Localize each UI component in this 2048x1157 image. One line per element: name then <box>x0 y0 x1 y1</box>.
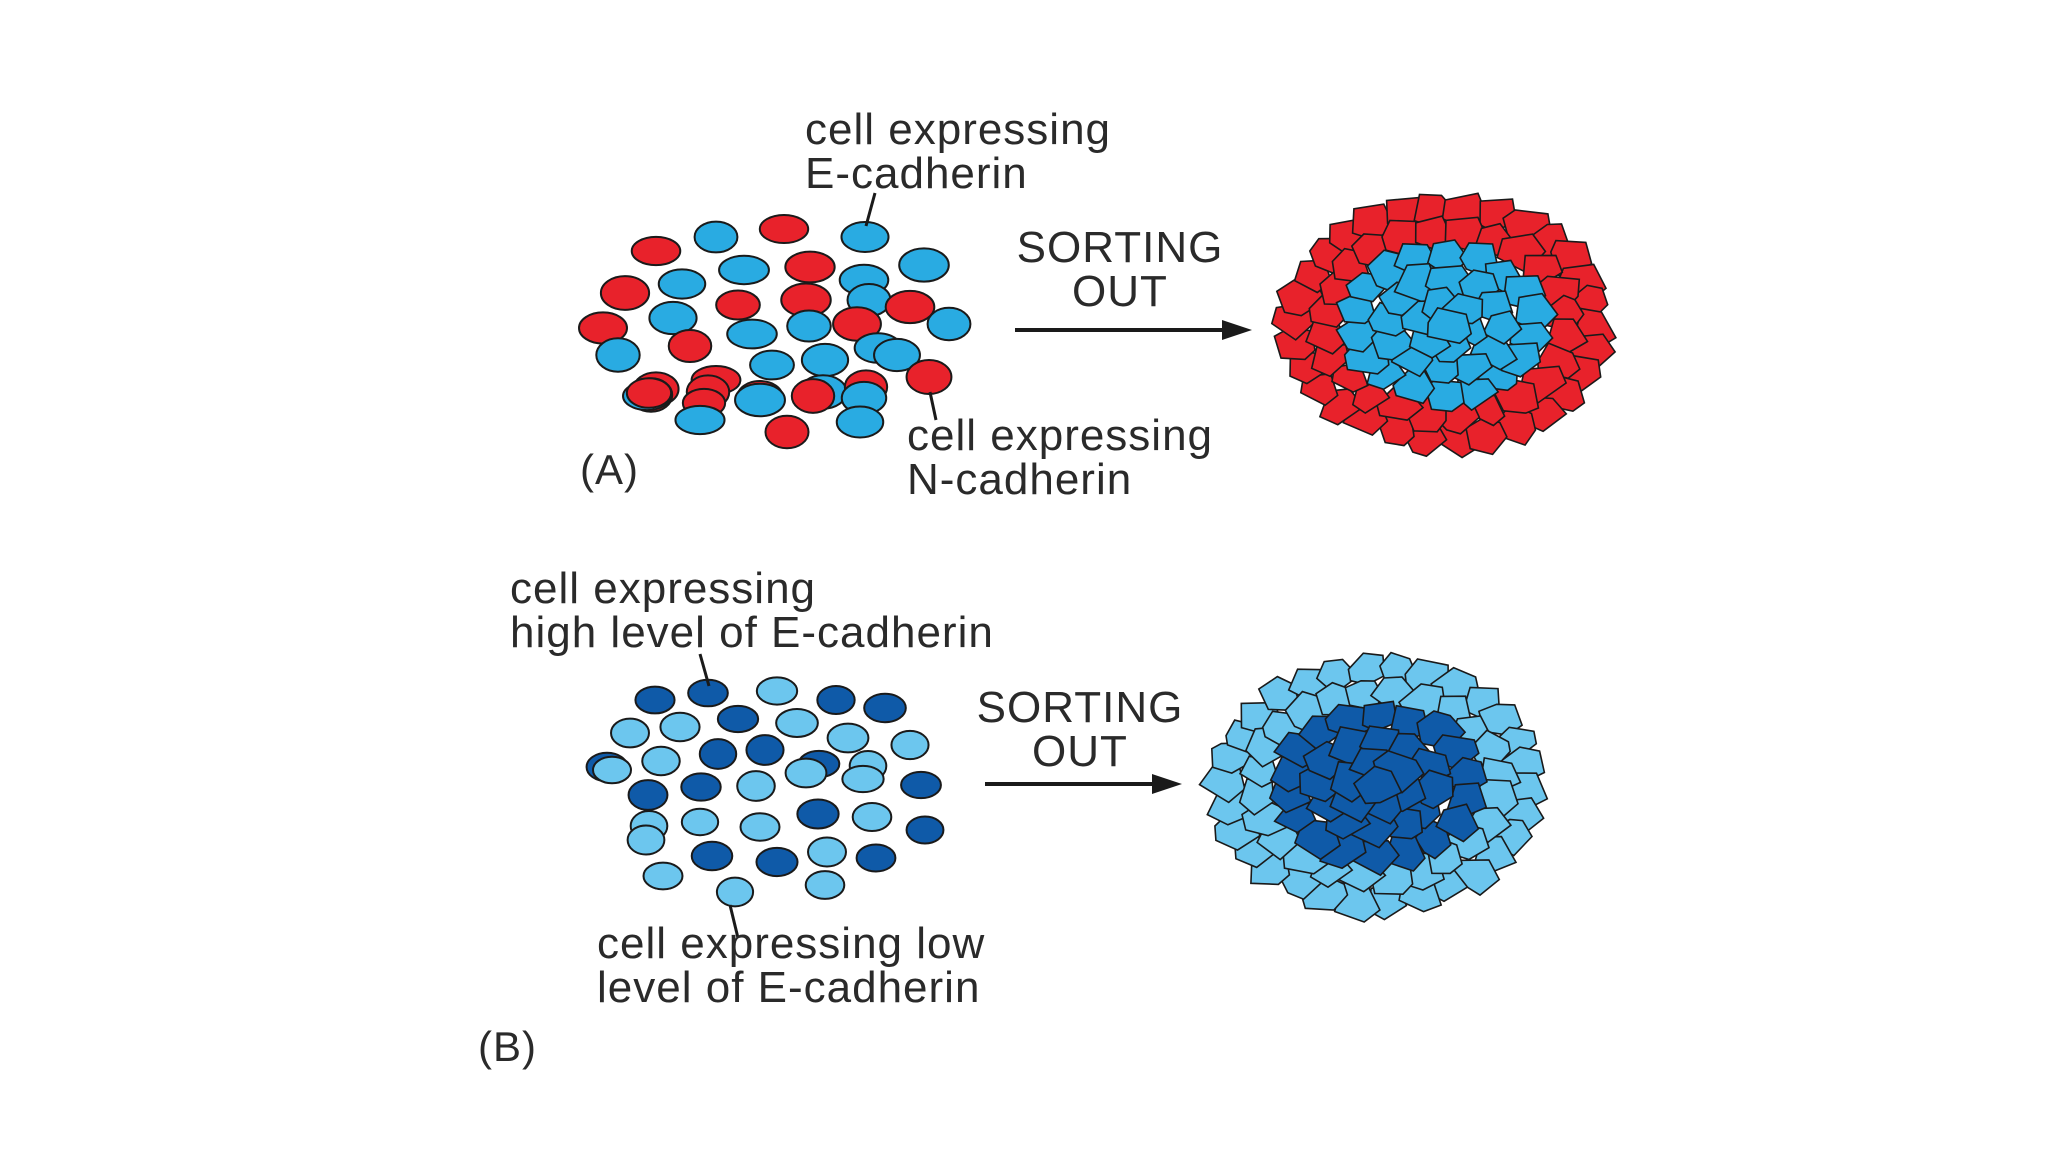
e-cadherin-pointer-a <box>864 192 877 227</box>
high-e-cadherin-cell <box>680 772 722 802</box>
e-cadherin-cell <box>873 337 921 373</box>
high-e-cadherin-cell <box>905 815 945 845</box>
sorting-out-label-b: SORTING OUT <box>976 683 1184 776</box>
low-e-cadherin-cell <box>755 676 799 706</box>
e-cadherin-cell <box>648 300 698 336</box>
panel-a-label: (A) <box>580 446 639 493</box>
n-cadherin-pointer-a <box>928 391 938 421</box>
n-cadherin-cell <box>790 378 836 414</box>
e-cadherin-cell <box>693 220 739 254</box>
low-e-cadherin-cell <box>610 717 650 749</box>
n-cadherin-cell <box>764 414 810 450</box>
e-cadherin-cell <box>840 221 890 253</box>
sorted-low-e-cadherin-cell <box>1238 778 1275 816</box>
low-e-cadherin-cell <box>736 770 776 802</box>
high-e-cadherin-cell <box>634 685 676 715</box>
high-e-pointer-b <box>698 653 711 687</box>
high-e-cadherin-label: cell expressing high level of E-cadherin <box>510 564 994 657</box>
sorting-out-label-a: SORTING OUT <box>1016 223 1224 316</box>
low-e-cadherin-label: cell expressing low level of E-cadherin <box>597 919 986 1012</box>
e-cadherin-cell <box>595 337 641 373</box>
sorted-e-cadherin-cell <box>1482 310 1523 345</box>
low-e-cadherin-cell <box>739 812 781 842</box>
low-e-cadherin-cell <box>641 745 681 777</box>
panel-b-sorted-aggregate <box>1198 651 1549 923</box>
n-cadherin-cell <box>784 250 836 284</box>
e-cadherin-cell <box>657 268 707 300</box>
low-e-cadherin-cell <box>826 722 870 754</box>
low-e-pointer-b <box>728 904 740 939</box>
low-e-cadherin-cell <box>591 755 633 785</box>
e-cadherin-cell <box>674 404 726 436</box>
e-cadherin-cell <box>734 382 786 418</box>
e-cadherin-cell <box>926 306 972 342</box>
low-e-cadherin-cell <box>841 764 885 794</box>
n-cadherin-cell <box>625 377 673 409</box>
low-e-cadherin-cell <box>680 807 720 837</box>
n-cadherin-cell <box>667 329 713 363</box>
e-cadherin-cell <box>718 254 770 286</box>
low-e-cadherin-cell <box>784 757 828 789</box>
e-cadherin-cell <box>835 405 885 439</box>
high-e-cadherin-cell <box>745 734 785 766</box>
low-e-cadherin-cell <box>804 870 846 900</box>
e-cadherin-cell <box>800 342 850 378</box>
sorting-arrow-b <box>985 774 1182 794</box>
sorted-e-cadherin-cell <box>1426 306 1473 345</box>
e-cadherin-cell <box>898 247 950 283</box>
high-e-cadherin-cell <box>855 843 897 873</box>
high-e-cadherin-cell <box>863 692 907 724</box>
low-e-cadherin-cell <box>659 711 701 743</box>
high-e-cadherin-cell <box>716 704 760 734</box>
n-cadherin-cell <box>599 275 651 311</box>
low-e-cadherin-cell <box>807 836 847 868</box>
high-e-cadherin-cell <box>690 840 734 872</box>
high-e-cadherin-cell <box>698 738 738 770</box>
panel-a-sorted-aggregate <box>1270 192 1617 459</box>
sorted-high-e-cadherin-cell <box>1435 803 1480 843</box>
low-e-cadherin-cell <box>642 861 684 891</box>
n-cadherin-cell <box>715 289 761 321</box>
n-cadherin-cell <box>758 213 810 245</box>
high-e-cadherin-cell <box>816 684 856 716</box>
n-cadherin-cell <box>884 289 936 325</box>
panel-a-mixed-cells <box>578 213 972 450</box>
e-cadherin-cell <box>726 318 778 350</box>
low-e-cadherin-cell <box>626 824 666 856</box>
e-cadherin-cell <box>786 309 832 343</box>
panel-b-mixed-cells <box>585 676 945 908</box>
e-cadherin-label: cell expressing E-cadherin <box>805 105 1112 198</box>
low-e-cadherin-cell <box>775 708 819 738</box>
low-e-cadherin-cell <box>715 876 755 908</box>
high-e-cadherin-cell <box>627 779 669 811</box>
panel-b-label: (B) <box>478 1023 537 1070</box>
e-cadherin-cell <box>749 349 795 381</box>
sorted-high-e-cadherin-cell <box>1352 765 1403 805</box>
low-e-cadherin-cell <box>890 729 930 761</box>
low-e-cadherin-cell <box>851 802 893 832</box>
sorting-arrow-a <box>1015 320 1252 340</box>
n-cadherin-cell <box>630 235 682 267</box>
sorted-low-e-cadherin-cell <box>1347 652 1386 686</box>
n-cadherin-label: cell expressing N-cadherin <box>907 411 1214 504</box>
high-e-cadherin-cell <box>900 770 942 800</box>
high-e-cadherin-cell <box>796 798 840 830</box>
n-cadherin-cell <box>905 359 953 395</box>
high-e-cadherin-cell <box>755 846 799 878</box>
